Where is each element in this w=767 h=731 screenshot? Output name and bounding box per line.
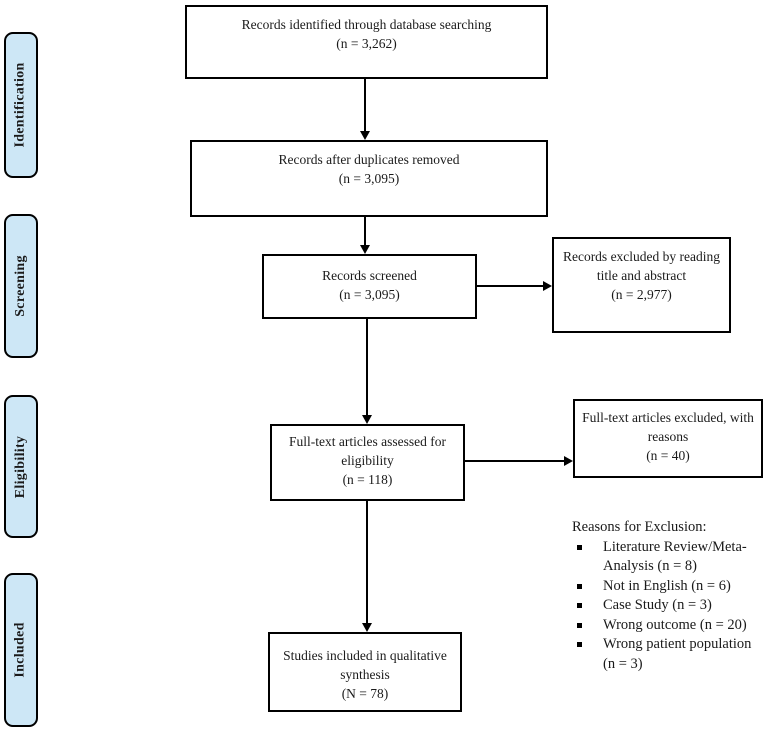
exclusion-reasons-panel: Reasons for Exclusion: Literature Review… [572, 518, 766, 674]
box-count: (n = 40) [646, 448, 690, 463]
box-text: Full-text articles assessed for eligibil… [288, 434, 447, 468]
arrow-fulltext-to-included [362, 501, 372, 632]
box-records-identified: Records identified through database sear… [185, 5, 548, 79]
stage-label-identification: Identification [4, 32, 38, 178]
box-count: (n = 3,095) [338, 171, 400, 186]
box-count: (n = 118) [342, 472, 393, 487]
arrow-duplicates-to-screened [360, 217, 370, 254]
exclusion-reasons-list: Literature Review/Meta-Analysis (n = 8) … [572, 538, 766, 675]
list-item: Case Study (n = 3) [572, 596, 766, 616]
box-text: Full-text articles excluded, with reason… [582, 410, 754, 444]
box-fulltext-assessed: Full-text articles assessed for eligibil… [270, 424, 465, 501]
box-duplicates-removed: Records after duplicates removed (n = 3,… [190, 140, 548, 217]
stage-label-screening: Screening [4, 214, 38, 358]
box-text: Records identified through database sear… [241, 17, 492, 32]
square-bullet-icon [577, 642, 582, 647]
box-count: (n = 3,095) [339, 287, 400, 302]
square-bullet-icon [577, 603, 582, 608]
square-bullet-icon [577, 583, 582, 589]
list-item: Literature Review/Meta-Analysis (n = 8) [572, 538, 766, 577]
list-item-text: Not in English (n = 6) [603, 577, 731, 594]
box-records-screened: Records screened (n = 3,095) [262, 254, 477, 319]
stage-label-text: Included [13, 622, 28, 678]
box-count: (n = 3,262) [336, 36, 397, 51]
box-text: Records excluded by reading title and ab… [562, 249, 721, 283]
box-count: (n = 2,977) [611, 287, 672, 302]
arrow-screened-to-excluded [477, 281, 552, 291]
box-count: (N = 78) [341, 686, 389, 701]
list-item-text: Literature Review/Meta-Analysis (n = 8) [603, 538, 747, 575]
list-item-text: Case Study (n = 3) [603, 597, 712, 613]
list-item: Wrong patient population (n = 3) [572, 635, 766, 674]
list-item-text: Wrong patient population (n = 3) [603, 636, 752, 672]
box-text: Studies included in qualitative synthesi… [283, 648, 447, 682]
square-bullet-icon [577, 544, 582, 550]
square-bullet-icon [577, 622, 582, 628]
list-item: Not in English (n = 6) [572, 577, 766, 597]
arrow-fulltext-to-ft-excluded [465, 456, 573, 466]
stage-label-eligibility: Eligibility [4, 395, 38, 538]
exclusion-reasons-title: Reasons for Exclusion: [572, 519, 707, 535]
list-item-text: Wrong outcome (n = 20) [603, 616, 747, 633]
stage-label-text: Eligibility [13, 435, 28, 498]
box-text: Records screened [322, 268, 417, 283]
list-item: Wrong outcome (n = 20) [572, 616, 766, 636]
arrow-identified-to-duplicates [360, 79, 370, 140]
stage-label-text: Identification [13, 62, 28, 148]
arrow-screened-to-fulltext [362, 319, 372, 424]
box-records-excluded-title-abstract: Records excluded by reading title and ab… [552, 237, 731, 333]
box-fulltext-excluded: Full-text articles excluded, with reason… [573, 399, 763, 478]
stage-label-text: Screening [13, 255, 28, 317]
box-studies-included: Studies included in qualitative synthesi… [268, 632, 462, 712]
box-text: Records after duplicates removed [278, 152, 460, 167]
stage-label-included: Included [4, 573, 38, 727]
